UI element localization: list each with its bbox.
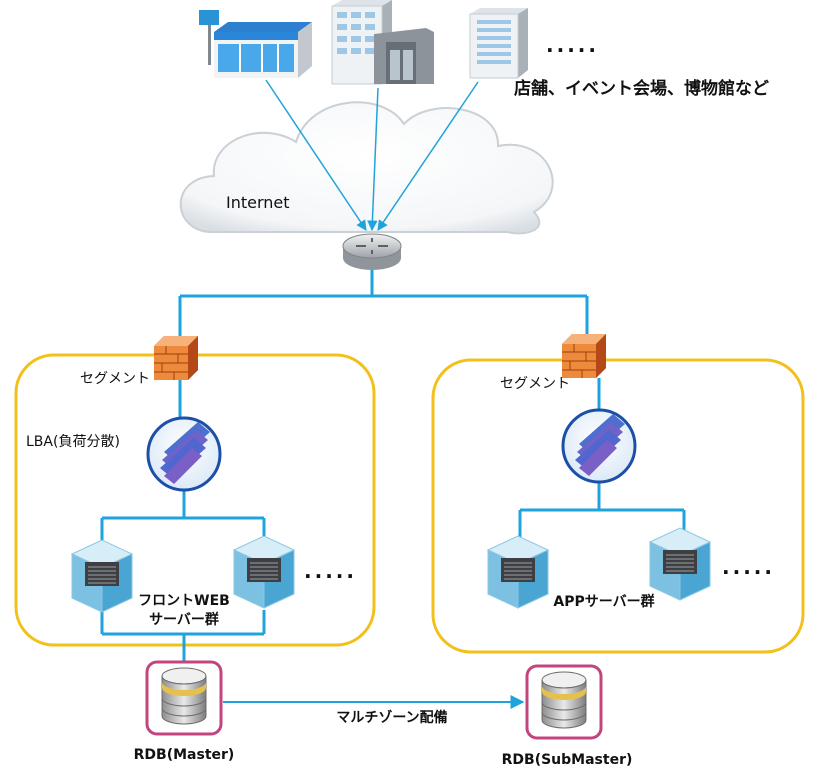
rdb-submaster-label: RDB(SubMaster) [502, 752, 633, 768]
top-ellipsis: ..... [546, 33, 599, 57]
lba-label: LBA(負荷分散) [26, 434, 120, 450]
museum-building-icon [469, 8, 528, 79]
right-load-balancer-icon [561, 408, 637, 484]
internet-links [265, 79, 479, 232]
office-building-icon [331, 0, 434, 85]
left-web-server-2-icon [233, 535, 295, 609]
right-app-server-1-icon [487, 535, 549, 609]
right-firewall-icon [561, 333, 607, 379]
router-icon [342, 233, 402, 270]
right-segment-frame [431, 358, 805, 654]
left-segment-label: セグメント [80, 371, 150, 387]
replication-label: マルチゾーン配備 [336, 709, 447, 726]
internet-label: Internet [226, 193, 290, 212]
right-segment-lines [518, 378, 686, 540]
top-caption: 店舗、イベント会場、博物館など [514, 78, 769, 99]
rdb-master-icon [161, 667, 207, 725]
left-firewall-icon [153, 335, 199, 381]
left-load-balancer-icon [146, 416, 222, 492]
left-servers-ellipsis: ..... [304, 559, 357, 583]
right-app-server-2-icon [649, 527, 711, 601]
web-servers-label-line2: サーバー群 [149, 611, 219, 628]
right-servers-ellipsis: ..... [722, 555, 775, 579]
app-servers-label: APPサーバー群 [553, 593, 654, 610]
rdb-master-label: RDB(Master) [134, 747, 235, 763]
rdb-submaster-icon [541, 671, 587, 729]
left-segment-lines [100, 380, 266, 662]
rdb-master-frame [145, 660, 223, 736]
rdb-submaster-frame [525, 664, 603, 740]
store-building-icon [199, 10, 312, 78]
left-web-server-1-icon [71, 539, 133, 613]
web-servers-label-line1: フロントWEB [138, 593, 230, 609]
right-segment-label: セグメント [500, 376, 570, 392]
internet-cloud-icon [179, 101, 554, 235]
network-lines [178, 270, 589, 336]
